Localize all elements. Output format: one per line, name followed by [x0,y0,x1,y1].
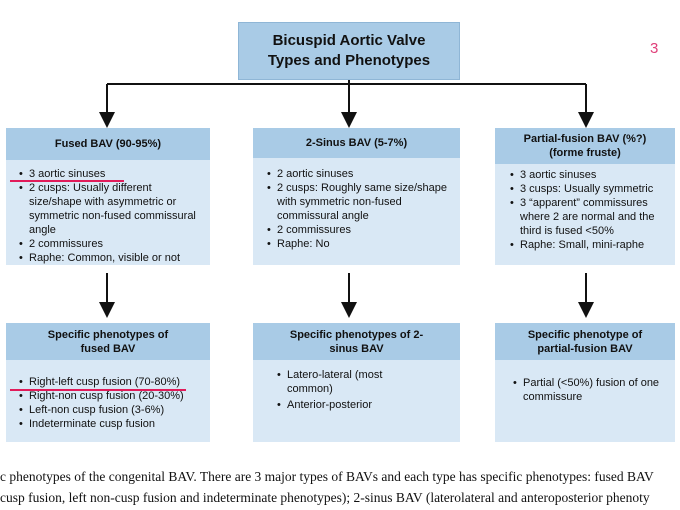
list-item: Anterior-posterior [277,398,397,412]
list-item: Raphe: No [267,237,454,251]
title-line-2: Types and Phenotypes [267,52,431,69]
list-item: 3 cusps: Usually symmetric [510,182,669,196]
list-item: 3 aortic sinuses [510,168,669,182]
list-item: Left-non cusp fusion (3-6%) [19,403,204,417]
caption-line-2: cusp fusion, left non-cusp fusion and in… [0,490,650,505]
list-item: Raphe: Common, visible or not [19,251,204,265]
fused-phenotypes-list: Right-left cusp fusion (70-80%) Right-no… [15,375,204,431]
fused-bav-body: 3 aortic sinuses 2 cusps: Usually differ… [6,160,210,265]
2sinus-phenotypes-list: Latero-lateral (most common) Anterior-po… [273,368,397,412]
partial-fusion-bav-list: 3 aortic sinuses 3 cusps: Usually symmet… [506,168,669,252]
list-item: Latero-lateral (most common) [277,368,397,396]
list-item: Indeterminate cusp fusion [19,417,204,431]
list-item: 3 aortic sinuses [19,167,204,181]
highlight-underline [10,180,124,182]
list-item: 2 cusps: Roughly same size/shape with sy… [267,181,454,223]
list-item: 2 aortic sinuses [267,167,454,181]
list-item: Right-left cusp fusion (70-80%) [19,375,204,389]
list-item: 2 cusps: Usually different size/shape wi… [19,181,204,237]
list-item: Right-non cusp fusion (20-30%) [19,389,204,403]
2sinus-phenotypes-header-text: Specific phenotypes of 2-sinus BAV [289,328,424,355]
fused-phenotypes-body: Right-left cusp fusion (70-80%) Right-no… [6,360,210,442]
partial-fusion-header-text: Partial-fusion BAV (%?) (forme fruste) [523,133,647,159]
partial-fusion-bav-body: 3 aortic sinuses 3 cusps: Usually symmet… [495,164,675,265]
2sinus-bav-header: 2-Sinus BAV (5-7%) [253,128,460,158]
partial-phenotypes-body: Partial (<50%) fusion of one commissure [495,360,675,442]
fused-bav-header: Fused BAV (90-95%) [6,128,210,160]
fused-phenotypes-header: Specific phenotypes of fused BAV [6,323,210,360]
partial-fusion-bav-header: Partial-fusion BAV (%?) (forme fruste) [495,128,675,164]
figure-caption: c phenotypes of the congenital BAV. Ther… [0,466,680,508]
2sinus-bav-body: 2 aortic sinuses 2 cusps: Roughly same s… [253,158,460,265]
title-box: Bicuspid Aortic Valve Types and Phenotyp… [238,22,460,80]
partial-phenotypes-header-text: Specific phenotype of partial-fusion BAV [527,328,643,355]
list-item: Partial (<50%) fusion of one commissure [513,376,667,404]
fused-phenotypes-header-text: Specific phenotypes of fused BAV [47,328,169,355]
2sinus-phenotypes-header: Specific phenotypes of 2-sinus BAV [253,323,460,360]
partial-phenotypes-list: Partial (<50%) fusion of one commissure [509,376,667,404]
list-item: 2 commissures [19,237,204,251]
highlight-underline [10,389,186,391]
fused-bav-list: 3 aortic sinuses 2 cusps: Usually differ… [15,167,204,265]
page-number: 3 [650,40,659,57]
title-line-1: Bicuspid Aortic Valve [272,32,426,49]
caption-line-1: c phenotypes of the congenital BAV. Ther… [0,469,654,484]
list-item: Raphe: Small, mini-raphe [510,238,669,252]
list-item: 3 “apparent” commissures where 2 are nor… [510,196,669,238]
2sinus-phenotypes-body: Latero-lateral (most common) Anterior-po… [253,360,460,442]
2sinus-bav-list: 2 aortic sinuses 2 cusps: Roughly same s… [263,167,454,251]
partial-phenotypes-header: Specific phenotype of partial-fusion BAV [495,323,675,360]
list-item: 2 commissures [267,223,454,237]
